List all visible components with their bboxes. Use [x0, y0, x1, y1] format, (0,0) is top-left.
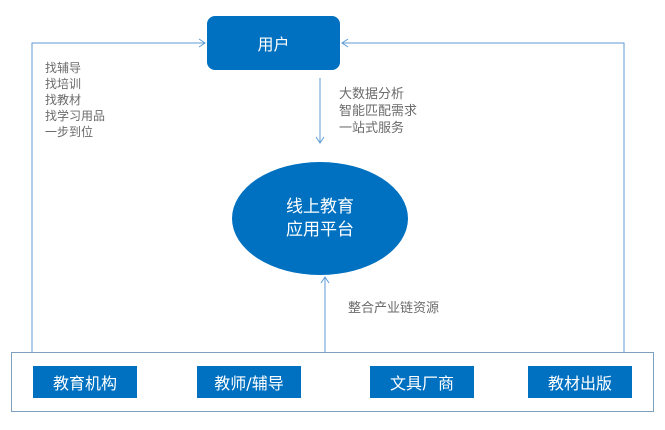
source-label: 教育机构 — [52, 374, 117, 393]
left-note: 找学习用品 — [45, 109, 106, 123]
down-arrowhead — [315, 136, 325, 144]
left-notes: 找辅导 找培训 找教材 找学习用品 一步到位 — [45, 60, 105, 140]
user-label: 用户 — [257, 35, 290, 54]
left-arrowhead — [198, 38, 206, 48]
up-arrowhead — [320, 276, 330, 284]
right-arrowhead — [341, 38, 349, 48]
right-note: 一站式服务 — [339, 121, 405, 136]
right-arrow-line — [342, 42, 625, 352]
bottom-note: 整合产业链资源 — [348, 301, 440, 316]
source-node: 教育机构 — [33, 366, 137, 398]
source-label: 教师/辅导 — [214, 374, 284, 393]
platform-node: 线上教育 应用平台 — [232, 162, 408, 275]
left-note: 找培训 — [45, 77, 82, 91]
source-label: 文具厂商 — [389, 374, 454, 393]
user-node: 用户 — [207, 16, 340, 70]
left-note: 找辅导 — [45, 61, 82, 75]
left-arrow-line — [31, 42, 205, 352]
platform-label-line2: 应用平台 — [286, 219, 354, 240]
source-node: 文具厂商 — [370, 366, 474, 398]
right-note: 大数据分析 — [339, 87, 405, 102]
right-notes: 大数据分析 智能匹配需求 一站式服务 — [339, 86, 417, 137]
right-note: 智能匹配需求 — [339, 104, 418, 119]
left-note: 找教材 — [45, 93, 82, 107]
source-node: 教材出版 — [528, 366, 632, 398]
source-label: 教材出版 — [547, 374, 612, 393]
platform-label-line1: 线上教育 — [286, 196, 354, 217]
source-node: 教师/辅导 — [197, 366, 301, 398]
left-note: 一步到位 — [45, 125, 94, 139]
